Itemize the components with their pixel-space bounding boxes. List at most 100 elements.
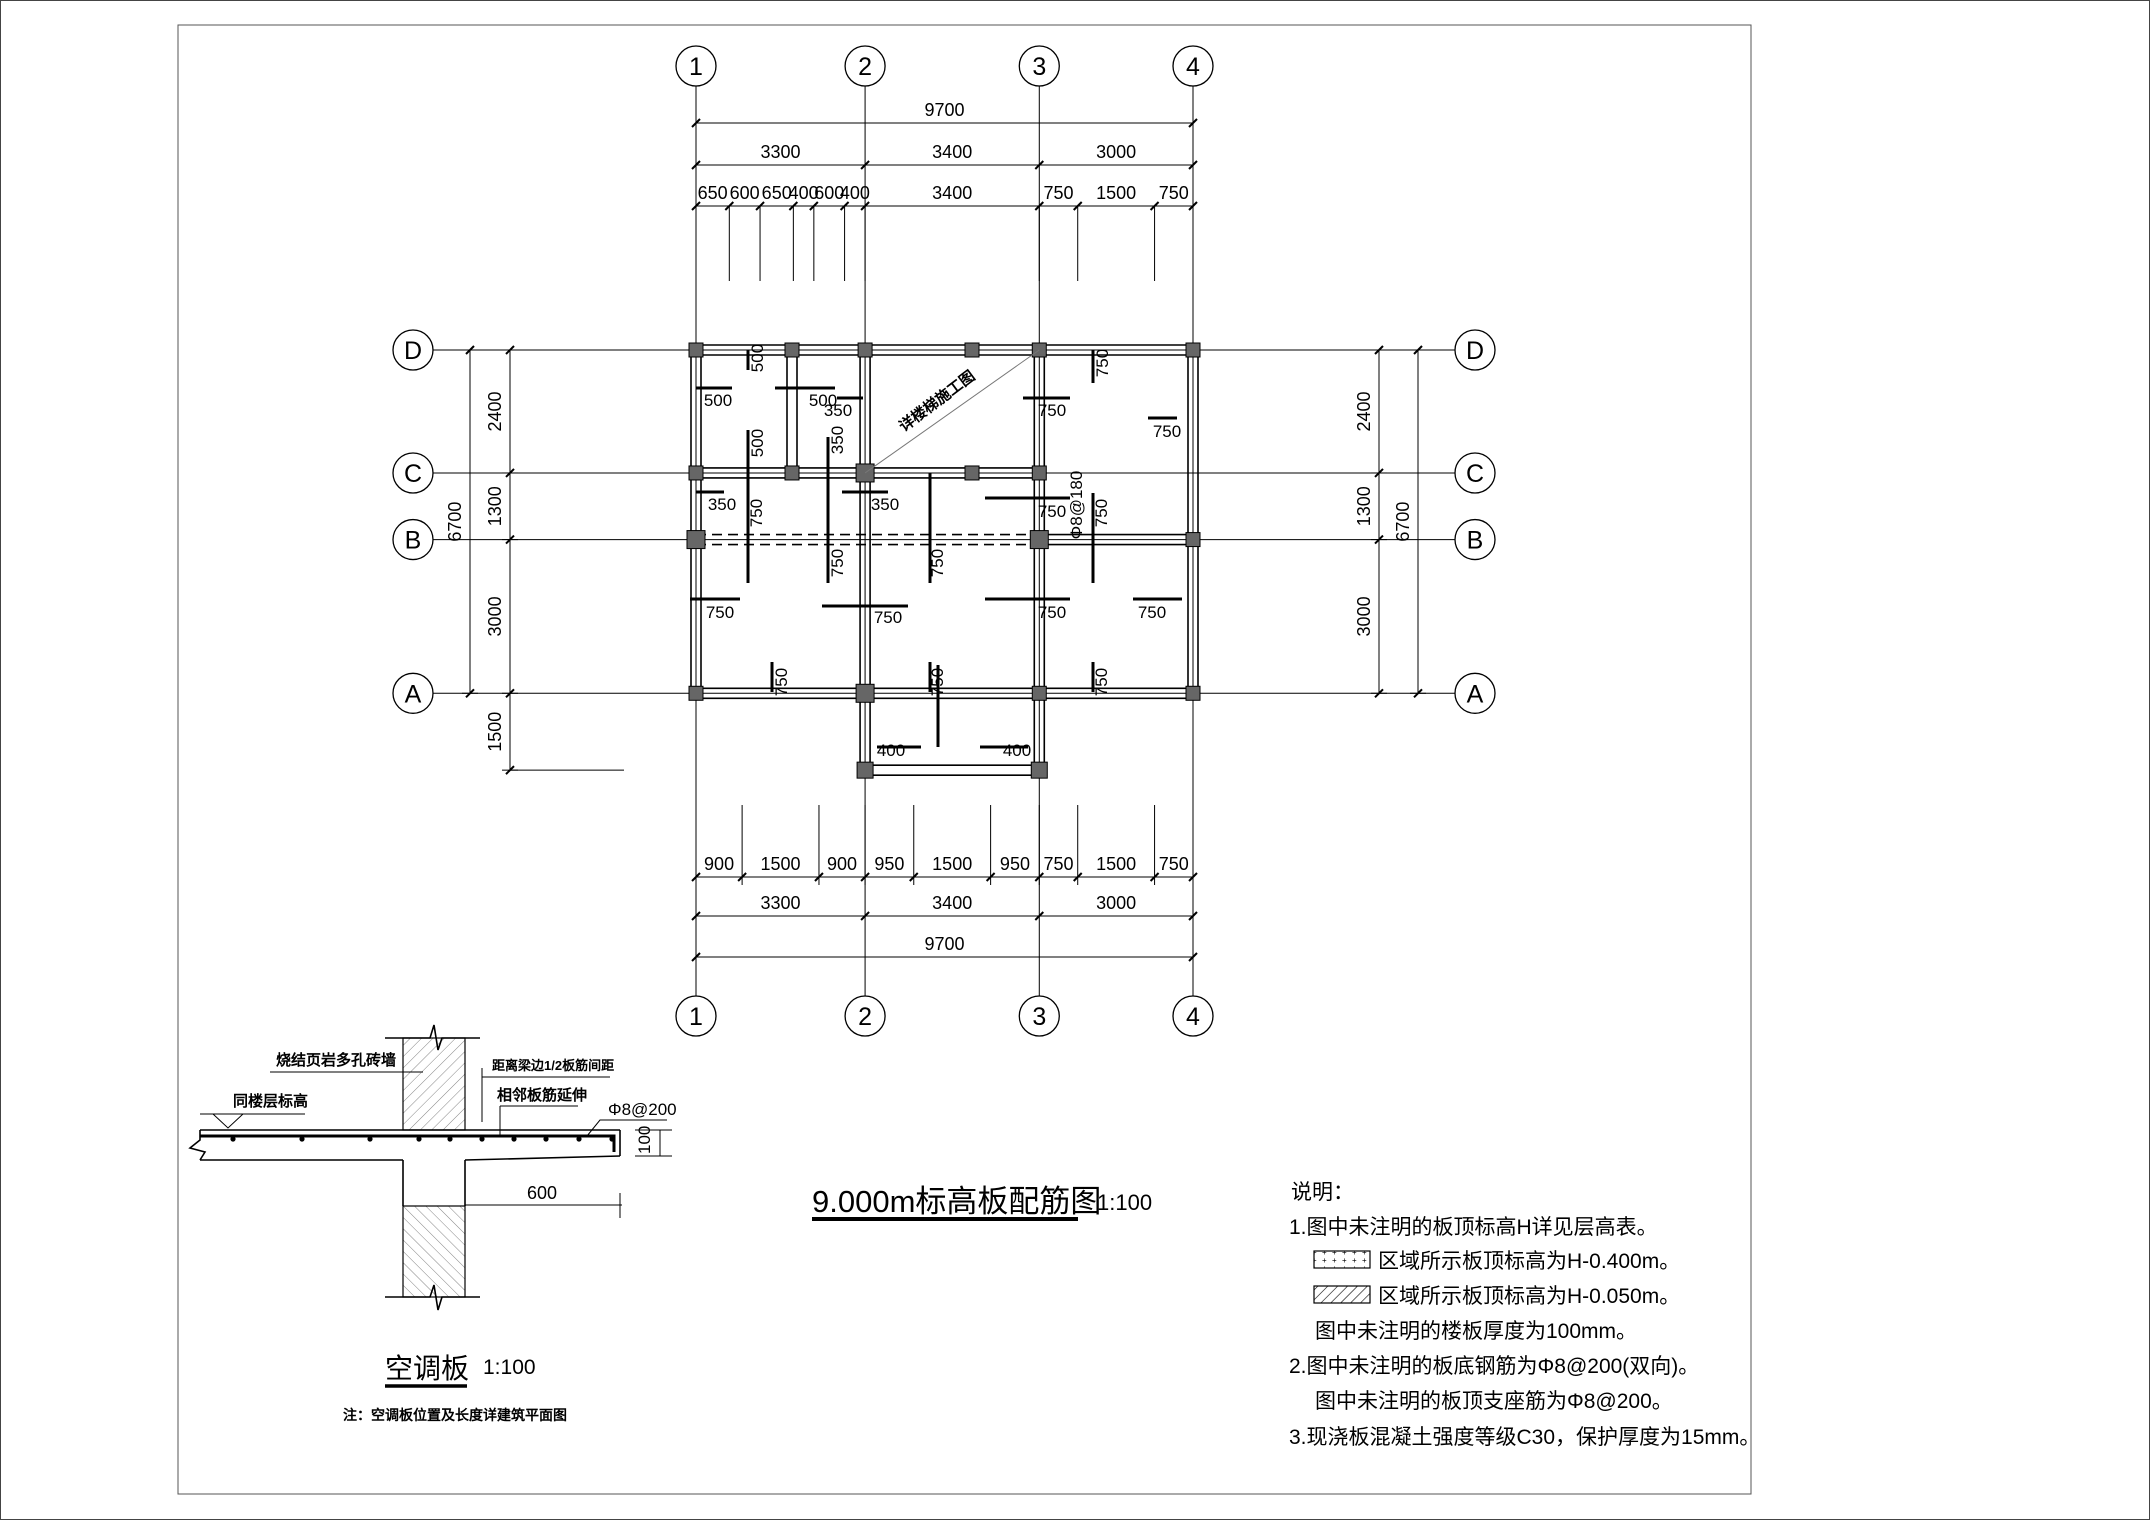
rebar-label: 750 [828, 549, 847, 577]
column [1030, 761, 1048, 779]
rebar-label: 750 [1138, 603, 1166, 622]
grid-label-2: 2 [858, 1003, 872, 1031]
grid-label-3: 3 [1032, 1003, 1046, 1031]
dimension-tick [691, 911, 701, 921]
rebar-label: 350 [871, 495, 899, 514]
note-line-6: 图中未注明的板顶支座筋为Φ8@200。 [1315, 1390, 1673, 1413]
dimension-text: 3300 [761, 893, 801, 913]
plan-title: 9.000m标高板配筋图 [812, 1184, 1101, 1219]
dimension-text: 1500 [932, 854, 972, 874]
rebar-dot [479, 1136, 485, 1142]
detail-scale: 1:100 [483, 1356, 536, 1379]
rebar-label: 750 [928, 668, 947, 696]
dimension-text: 750 [1043, 854, 1073, 874]
note-line-4: 图中未注明的楼板厚度为100mm。 [1315, 1320, 1637, 1343]
column [688, 685, 704, 701]
dimension-text: 1500 [1096, 854, 1136, 874]
rebar-label: 500 [809, 391, 837, 410]
rebar-label: 750 [928, 549, 947, 577]
ac-slab-detail: 烧结页岩多孔砖墙 同楼层标高 距离梁边1/2板筋间距 相邻板筋延伸 Φ8@200… [188, 1024, 677, 1423]
dimension-text: 9700 [924, 934, 964, 954]
column [856, 761, 874, 779]
dimension-tick [860, 160, 870, 170]
rebar-dot [543, 1136, 549, 1142]
grid-bubble-A [392, 672, 434, 714]
column [1031, 685, 1047, 701]
rebar-label: 500 [704, 391, 732, 410]
level-triangle-icon [211, 1113, 245, 1129]
column [1185, 342, 1201, 358]
column [857, 342, 873, 358]
cantilever-value: 600 [527, 1183, 557, 1203]
dotted-hatch-legend-icon [1313, 1250, 1371, 1269]
grid-label-C: C [1466, 460, 1484, 488]
note-line-3: 区域所示板顶标高为H-0.050m。 [1378, 1285, 1680, 1308]
rebar-label: 750 [1038, 502, 1066, 521]
column [964, 465, 980, 481]
rebar-label: 350 [824, 401, 852, 420]
note-line-7: 3.现浇板混凝土强度等级C30，保护厚度为15mm。 [1289, 1426, 1760, 1449]
grid-bubble-C [1454, 452, 1496, 494]
rebar-label: 350 [708, 495, 736, 514]
stair-note: 详楼梯施工图 [896, 367, 979, 436]
dimension-text: 6700 [445, 502, 465, 542]
dimension-text: 1300 [1354, 486, 1374, 526]
rebar-label: 400 [1003, 741, 1031, 760]
rebar-label: 750 [1092, 668, 1111, 696]
dimension-tick [1188, 118, 1198, 128]
grid-bubble-D [1454, 329, 1496, 371]
plan-title-block: 9.000m标高板配筋图 1:100 [812, 1184, 1152, 1221]
grid-label-1: 1 [689, 53, 703, 81]
diagonal-hatch-legend-icon [1313, 1285, 1371, 1304]
drawing-frame [177, 24, 1752, 1495]
slab-bottom-right [464, 1155, 621, 1161]
dimension-text: 1500 [1096, 183, 1136, 203]
general-notes: 说明： 1.图中未注明的板顶标高H详见层高表。 区域所示板顶标高为H-0.400… [1289, 1181, 1760, 1449]
dimension-tick [860, 911, 870, 921]
dimension-tick [691, 118, 701, 128]
grid-label-4: 4 [1186, 1003, 1200, 1031]
column [855, 683, 875, 703]
grid-bubble-C [392, 452, 434, 494]
rebar-label: 750 [874, 608, 902, 627]
rebar-label: Φ8@180 [1067, 471, 1086, 540]
dimension-text: 3000 [1096, 893, 1136, 913]
rebar-dot [609, 1136, 615, 1142]
dimension-text: 3300 [761, 142, 801, 162]
dimension-text: 6700 [1393, 502, 1413, 542]
grid-label-2: 2 [858, 53, 872, 81]
rebar-dot [230, 1136, 236, 1142]
grid-label-D: D [1466, 337, 1484, 365]
dimension-text: 750 [1159, 183, 1189, 203]
grid-bubble-A [1454, 672, 1496, 714]
rebar-label: 750 [1092, 499, 1111, 527]
grid-label-4: 4 [1186, 53, 1200, 81]
distribution-bars [230, 1136, 615, 1142]
rebar-dot [511, 1136, 517, 1142]
grid-label-A: A [1467, 680, 1484, 708]
note-line-2: 区域所示板顶标高为H-0.400m。 [1378, 1250, 1680, 1273]
dimension-tick [1188, 160, 1198, 170]
dimension-text: 1500 [761, 854, 801, 874]
dimension-tick [691, 952, 701, 962]
wall-label: 烧结页岩多孔砖墙 [276, 1051, 396, 1069]
dimension-text: 3400 [932, 893, 972, 913]
thickness-value: 100 [635, 1126, 654, 1154]
dimension-text: 750 [1159, 854, 1189, 874]
dimension-tick [1034, 911, 1044, 921]
dimension-text: 2400 [1354, 391, 1374, 431]
grid-label-B: B [405, 527, 422, 555]
grid-bubble-B [1454, 518, 1496, 561]
distance-label: 距离梁边1/2板筋间距 [492, 1058, 614, 1073]
column [686, 530, 706, 550]
rebar-label: 750 [747, 499, 766, 527]
column [964, 342, 980, 358]
column [1031, 465, 1047, 481]
dimension-text: 900 [827, 854, 857, 874]
rebar-label: 350 [828, 426, 847, 454]
rebar-dot [576, 1136, 582, 1142]
rebar-dot [416, 1136, 422, 1142]
dimension-text: 3400 [932, 183, 972, 203]
grid-bubble-2 [844, 45, 886, 87]
